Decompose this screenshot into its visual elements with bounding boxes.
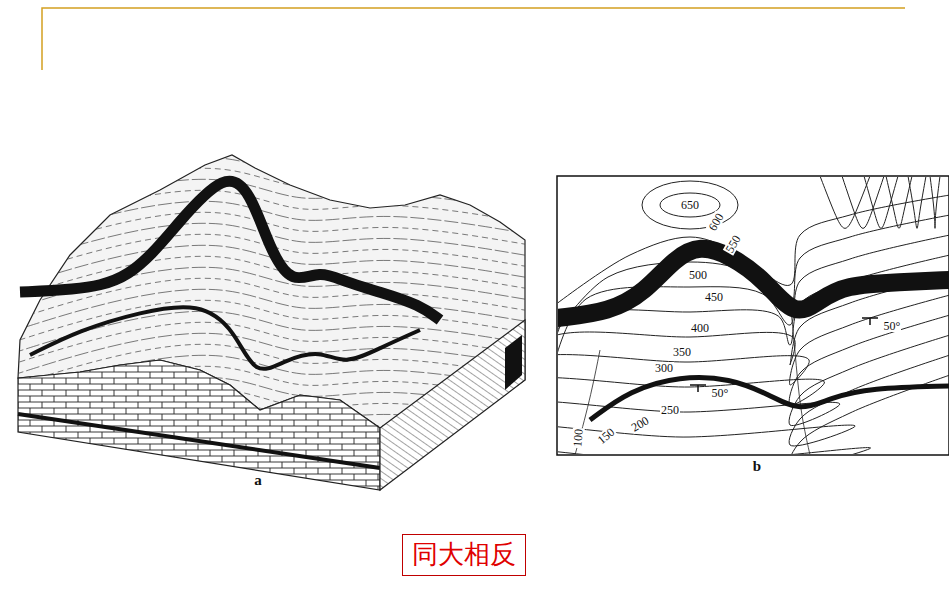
block-diagram [10,155,530,490]
contour-line [930,177,940,228]
contour-line [886,177,912,228]
contour-value: 500 [688,269,708,281]
contour-value: 300 [654,362,674,374]
stream-line [790,300,810,454]
contour-line [660,193,720,217]
contour-line [558,275,949,417]
contour-value: 100 [571,428,585,449]
terrain-line [10,311,530,354]
contour-line [908,177,926,228]
contour-line [558,375,949,454]
limestone-face [18,360,380,490]
coal-layer [18,414,380,468]
slide-frame [42,8,905,70]
side-face [380,320,525,490]
terrain-line [10,289,530,332]
caption-text: 同大相反 [412,540,516,570]
contour-map [432,176,949,557]
outcrop-band [20,181,440,320]
contour-value: 650 [680,199,700,211]
map-frame [557,176,949,455]
contour-line [642,181,738,229]
dip-angle: 50° [883,320,902,332]
dip-symbol [862,318,878,325]
terrain-line [10,179,530,222]
contour-value: 400 [690,322,710,334]
contour-line [558,355,949,454]
terrain-line [10,168,530,211]
contour-line [558,295,949,445]
contour-line [558,235,949,361]
terrain-line [10,300,530,343]
figure-letter: b [752,459,762,474]
dip-symbol [690,385,706,392]
caption-box: 同大相反 [402,534,526,576]
contour-line [864,177,898,228]
terrain-line [10,190,530,233]
dip-angle: 50° [711,387,730,399]
outcrop-line [30,307,420,369]
figure-letter: a [253,473,263,488]
bed-section [505,335,522,390]
terrain-line [10,157,530,200]
contour-line [842,177,884,228]
contour-line [558,215,949,333]
contour-line [558,335,949,454]
contour-value: 350 [672,346,692,358]
contour-value: 450 [704,291,724,303]
contour-value: 250 [660,404,680,416]
outcrop-band [558,249,949,318]
